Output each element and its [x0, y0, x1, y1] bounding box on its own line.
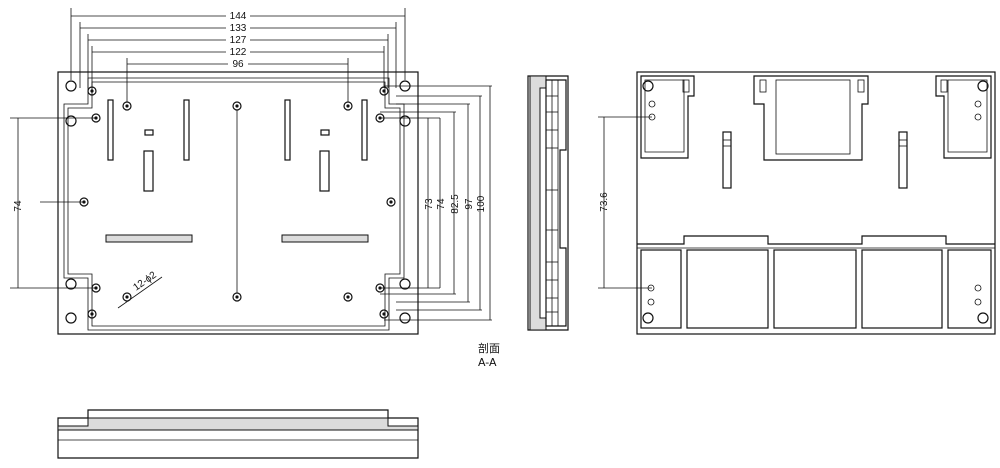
dimension-97: 97 — [464, 198, 475, 210]
corner-hole — [399, 278, 411, 290]
dimension-122: 122 — [230, 47, 247, 58]
corner-hole — [65, 278, 77, 290]
vertical-slots — [107, 99, 368, 192]
dimension-127: 127 — [230, 35, 247, 46]
section-view: 剖面 A-A — [478, 75, 569, 369]
dimension-74-left: 74 — [13, 200, 24, 212]
front-view-outline — [57, 71, 419, 335]
front-view-inner-frame-2 — [67, 81, 401, 327]
side-view-outline — [57, 409, 419, 459]
corner-hole — [65, 80, 77, 92]
dimension-82-5: 82.5 — [450, 194, 461, 214]
dimension-96: 96 — [232, 59, 244, 70]
dimension-100: 100 — [476, 195, 487, 212]
dimension-73-6: 73.6 — [599, 192, 610, 212]
horizontal-rails — [105, 234, 369, 243]
hole-note-leader — [117, 276, 163, 309]
front-view: 12-ϕ2 — [57, 71, 419, 335]
corner-hole — [399, 115, 411, 127]
dimension-133: 133 — [230, 23, 247, 34]
corner-hole — [65, 312, 77, 324]
dimension-74-right: 74 — [436, 198, 447, 210]
dimension-144: 144 — [230, 11, 247, 22]
dimension-73: 73 — [424, 198, 435, 210]
section-label-cn: 剖面 — [478, 341, 500, 355]
top-dimensions: 144 133 127 122 96 — [70, 8, 406, 102]
rear-view-outline — [636, 71, 996, 335]
corner-hole — [399, 312, 411, 324]
left-dimension: 74 — [10, 117, 96, 289]
right-dimensions: 73 74 82.5 97 100 — [380, 85, 492, 321]
front-view-inner-frame — [63, 77, 405, 331]
rear-view: 73.6 — [598, 71, 996, 335]
section-outline — [527, 75, 569, 331]
mounting-holes — [79, 86, 396, 319]
side-view — [57, 409, 419, 459]
hole-note: 12-ϕ2 — [131, 270, 159, 294]
section-label-aa: A-A — [478, 356, 497, 369]
corner-hole — [65, 115, 77, 127]
